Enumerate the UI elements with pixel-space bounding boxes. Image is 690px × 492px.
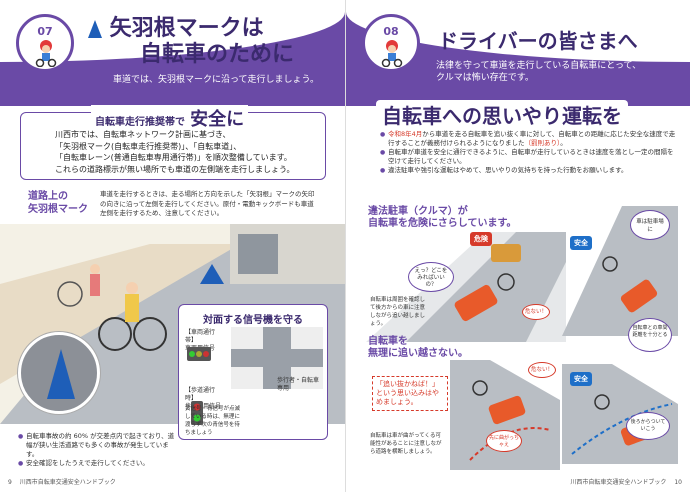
overtake-quote: 「追い抜かねば！」という思い込みはやめましょう。: [372, 376, 448, 411]
left-page: 07 矢羽根マークは 自転車のために 車道では、矢羽根マークに沿って走行しましょ…: [0, 0, 345, 492]
section-heading: 自転車への思いやり運転を: [376, 100, 628, 129]
left-bullets: 自転車事故の約 60% が交差点内で起きており、道幅が狭い生活道路でも多くの事故…: [18, 432, 178, 468]
right-page: 08 ドライバーの皆さまへ 法律を守って車道を走行している自転車にとって、 クル…: [345, 0, 690, 492]
signal-box: 対面する信号機を守る 【車両通行帯】 車両用信号 【歩道通行時】 歩行者用信号 …: [178, 304, 328, 440]
safe-badge: 安全: [570, 372, 592, 386]
page-title: 矢羽根マークは: [88, 16, 264, 42]
road-mark-closeup: [18, 332, 100, 414]
bullet-item: 安全確認をしたうえで走行してください。: [18, 459, 178, 468]
cyclist-icon: [381, 40, 403, 67]
speech-bubble: 危ない！: [522, 304, 550, 320]
footer-text: 川西市自転車交通安全ハンドブック: [19, 479, 116, 486]
page-number: 10: [674, 479, 682, 486]
left-header: [0, 0, 345, 106]
speech-bubble: 先に曲がっちゃえ: [486, 430, 522, 452]
pedestrian-light-icon: [191, 401, 203, 425]
bullet-item: 自転車事故の約 60% が交差点内で起きており、道幅が狭い生活道路でも多くの事故…: [18, 432, 178, 459]
arrow-mark-icon: [88, 20, 102, 38]
promo-big: 安全に: [190, 109, 245, 130]
danger-badge: 危険: [470, 232, 492, 246]
intro-text: 川西市では、自転車ネットワーク計画に基づき、 「矢羽根マーク(自転車走行推奨帯)…: [55, 130, 295, 174]
signal-note: 歩行者・自転車専用: [277, 377, 320, 392]
gap-tag: 自転車との車間距離を十分とる: [628, 318, 672, 352]
right-bullets: 令和8年4月から車道を走る自転車を追い抜く車に対して、自転車との距離に応じた安全…: [380, 130, 676, 175]
page-subtitle: 車道では、矢羽根マークに沿って走行しましょう。: [113, 75, 320, 85]
intersection-diagram: [231, 327, 323, 389]
page-number: 9: [8, 479, 12, 486]
arrow-mark-icon: [47, 349, 75, 399]
bullet-item: 違法駐車や強引な運転はやめて、思いやりの気持ちを持った行動をお願いします。: [380, 166, 676, 175]
page-title-line2: 自転車のために: [140, 42, 295, 67]
promo-small: 自転車走行推奨帯で: [95, 117, 185, 128]
cyclist-icon: [35, 40, 57, 67]
road-mark-desc: 車道を走行するときは、走る場所と方向を示した「矢羽根」マークの矢印の向きに沿って…: [100, 190, 315, 217]
page-subtitle: 法律を守って車道を走行している自転車にとって、 クルマは怖い存在です。: [436, 61, 642, 83]
bullet-item: 自転車が車道を安全に通行できるように、自転車が走行しているときは速度を落とし一定…: [380, 148, 676, 166]
intro-box: 自転車走行推奨帯で 安全に 川西市では、自転車ネットワーク計画に基づき、 「矢羽…: [20, 105, 326, 180]
signal-label-bike: 【歩道通行時】 歩行者用信号: [185, 387, 222, 410]
speech-bubble: えっ？どこをみればいいの？: [408, 262, 454, 292]
road-mark-label: 道路上の 矢羽根マーク: [28, 191, 88, 215]
signal-title: 対面する信号機を守る: [203, 315, 303, 326]
bullet-item: 令和8年4月から車道を走る自転車を追い抜く車に対して、自転車との距離に応じた安全…: [380, 130, 676, 148]
left-footer: 9 川西市自転車交通安全ハンドブック: [8, 477, 116, 486]
safe-badge: 安全: [570, 236, 592, 250]
page-title: ドライバーの皆さまへ: [438, 29, 638, 53]
footer-text: 川西市自転車交通安全ハンドブック: [570, 479, 667, 486]
overtake-desc: 自転車は車が曲がってくる可能性があることに注意しながら道路を横断しましょう。: [370, 433, 442, 455]
right-footer: 川西市自転車交通安全ハンドブック 10: [570, 477, 682, 486]
follow-tag: 後ろからついていこう: [626, 412, 670, 440]
overtake-title: 自転車を 無理に追い越さない。: [368, 336, 468, 359]
speech-bubble: 危ない！: [528, 362, 556, 378]
section-badge: 07: [16, 14, 74, 72]
traffic-light-icon: [187, 347, 211, 361]
parking-title: 違法駐車（クルマ）が 自転車を危険にさらしています。: [368, 206, 517, 229]
badge-number: 08: [383, 25, 399, 38]
badge-number: 07: [37, 25, 53, 38]
car-tag: 車は駐車場に: [630, 210, 670, 240]
parking-desc: 自転車は周囲を確認して後方からの車に注意しながら追い越しましょう。: [370, 297, 426, 327]
overtake-danger-illustration: [450, 360, 560, 470]
signal-right-note: 黄信号・青信号が点滅している時は、無理に渡らず次の青信号を待ちましょう: [185, 406, 241, 436]
section-badge: 08: [362, 14, 420, 72]
